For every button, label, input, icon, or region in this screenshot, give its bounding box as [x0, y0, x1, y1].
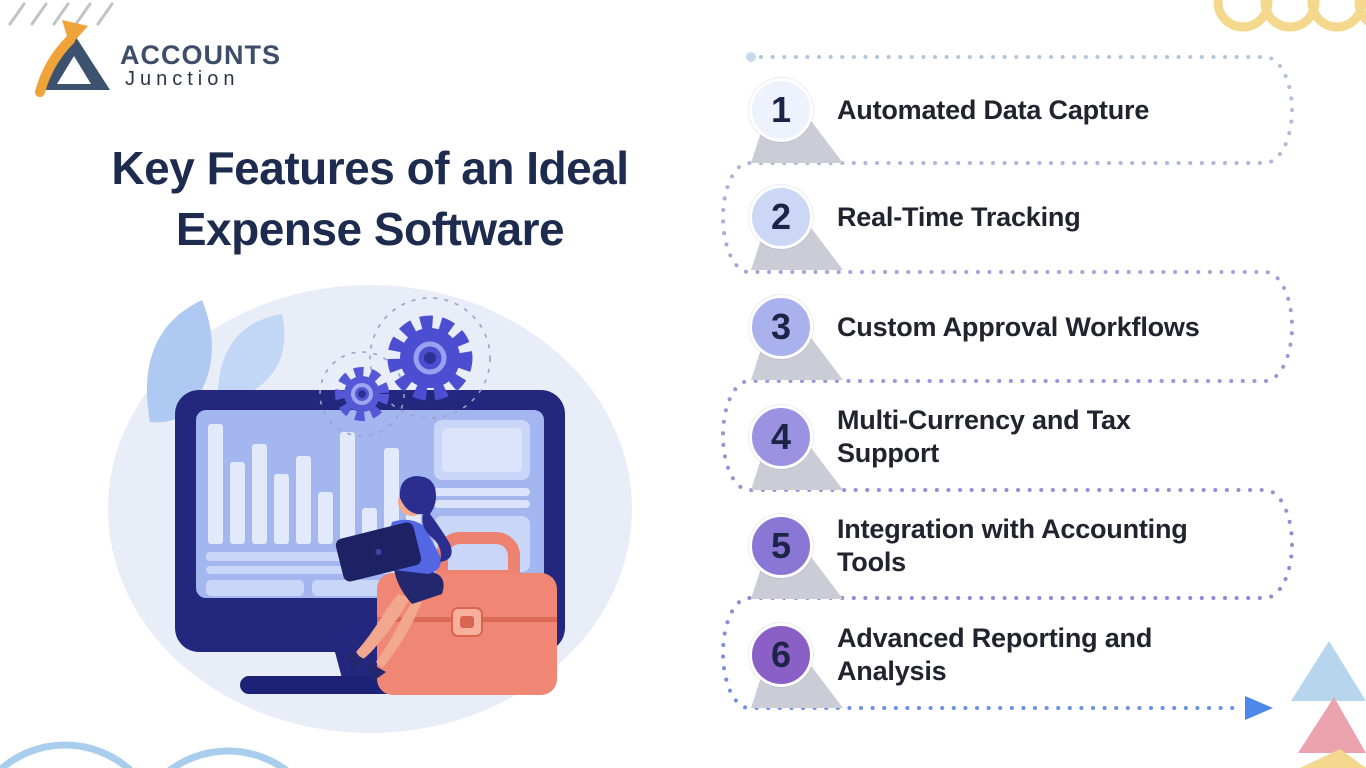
gear-icon — [319, 297, 491, 437]
feature-label: Integration with Accounting Tools — [837, 514, 1188, 577]
page-title-line2: Expense Software — [175, 203, 565, 255]
feature-number-badge: 4 — [749, 405, 813, 469]
blue-arcs-icon — [0, 741, 289, 768]
page-title: Key Features of an Ideal Expense Softwar… — [40, 138, 700, 260]
feature-label: Multi-Currency and Tax Support — [837, 405, 1131, 468]
feature-label: Advanced Reporting and Analysis — [837, 623, 1153, 686]
feature-item-2: 2 Real-Time Tracking — [715, 165, 1299, 270]
monitor — [175, 390, 565, 694]
laptop — [335, 522, 422, 582]
feature-label: Automated Data Capture — [837, 94, 1150, 125]
screen-side-panel — [434, 420, 530, 572]
feature-number-badge: 5 — [749, 514, 813, 578]
logo-mark-icon — [35, 20, 110, 97]
feature-label: Real-Time Tracking — [837, 201, 1081, 232]
feature-item-5: 5 Integration with Accounting Tools — [715, 494, 1299, 599]
feature-number-badge: 6 — [749, 623, 813, 687]
brand-name: ACCOUNTS — [120, 40, 281, 70]
brand-subname: Junction — [125, 68, 240, 90]
feature-label: Custom Approval Workflows — [837, 311, 1200, 342]
feature-number-badge: 3 — [749, 295, 813, 359]
feature-number-badge: 2 — [749, 185, 813, 249]
dotted-serpentine-path — [721, 52, 1294, 720]
diagonal-slashes-icon — [8, 2, 114, 26]
briefcase — [377, 532, 557, 695]
feature-item-6: 6 Advanced Reporting and Analysis — [715, 603, 1299, 708]
woman-with-laptop — [335, 476, 452, 682]
bar-chart — [208, 424, 421, 544]
feature-item-3: 3 Custom Approval Workflows — [715, 275, 1299, 380]
expense-software-illustration — [108, 285, 632, 733]
arrow-right-icon — [1245, 696, 1273, 720]
feature-number-badge: 1 — [749, 78, 813, 142]
yellow-loops-icon — [1213, 0, 1366, 32]
features-list: 1 Automated Data Capture 2 Real-Time Tra… — [715, 45, 1355, 745]
page-title-line1: Key Features of an Ideal — [111, 142, 629, 194]
feature-item-4: 4 Multi-Currency and Tax Support — [715, 385, 1299, 490]
feature-item-1: 1 Automated Data Capture — [715, 58, 1299, 163]
path-start-dot-icon — [746, 52, 756, 62]
stacked-triangles-icon — [1291, 641, 1366, 768]
